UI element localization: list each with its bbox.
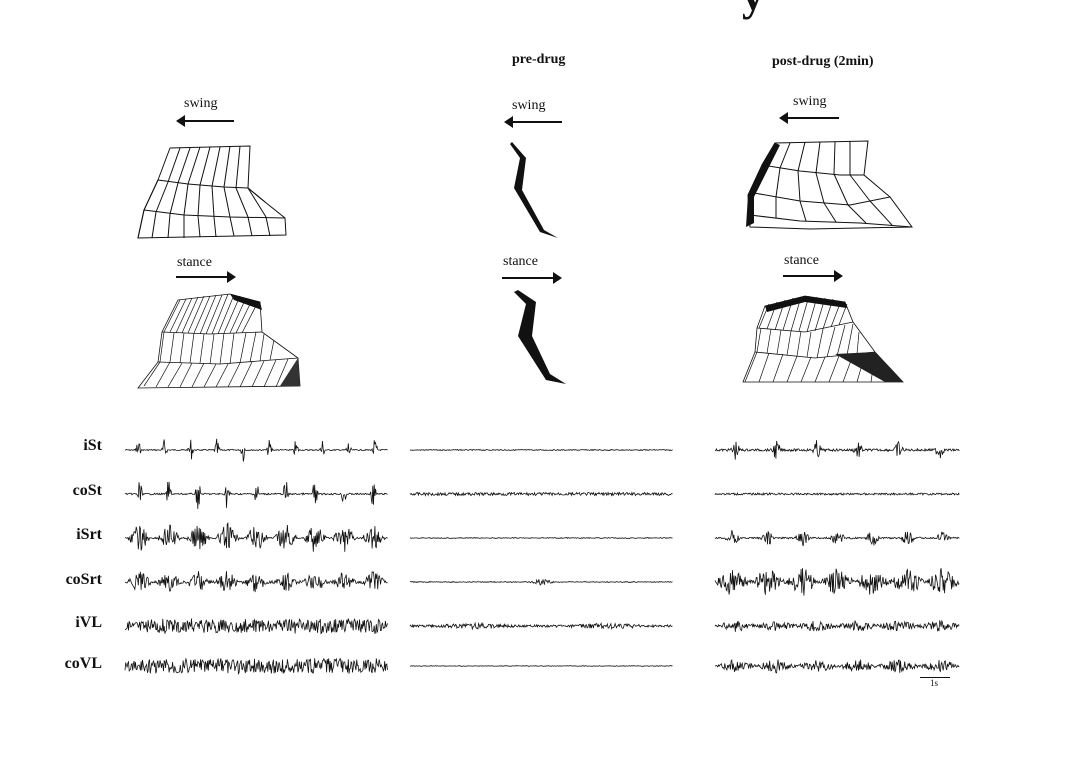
emg-label-coVL: coVL (64, 655, 102, 672)
emg-trace (409, 491, 673, 497)
emg-traces (124, 438, 960, 675)
stance-arrow-3 (783, 270, 843, 282)
emg-trace (124, 481, 388, 509)
emg-trace (714, 440, 960, 460)
emg-trace (124, 657, 388, 675)
emg-label-coSt: coSt (72, 482, 102, 499)
stick-figure-stance-post-drug (742, 295, 904, 383)
stance-arrow-1 (176, 271, 236, 283)
stick-figure-stance-control (137, 293, 301, 389)
stick-figure-swing-pre-drug (510, 142, 558, 238)
scale-bar (920, 677, 950, 678)
emg-label-iVL: iVL (75, 614, 102, 631)
emg-trace (714, 568, 960, 596)
emg-label-coSrt: coSrt (65, 571, 102, 588)
stance-arrow-2 (502, 272, 562, 284)
swing-label-2: swing (512, 98, 546, 113)
title-fragment: y (742, 0, 764, 21)
emg-trace (124, 438, 388, 462)
emg-trace (409, 665, 673, 667)
emg-trace (714, 530, 960, 547)
swing-arrow-2 (504, 116, 562, 128)
emg-label-iSt: iSt (83, 437, 102, 454)
emg-trace (409, 448, 673, 452)
emg-trace (714, 619, 960, 633)
emg-trace (409, 621, 673, 631)
emg-trace (714, 491, 960, 496)
swing-label-1: swing (184, 96, 218, 111)
emg-trace (409, 578, 673, 586)
emg-trace (714, 659, 960, 674)
emg-trace (124, 571, 388, 593)
swing-arrow-1 (176, 115, 234, 127)
pre-drug-title: pre-drug (512, 52, 566, 67)
emg-label-iSrt: iSrt (76, 526, 102, 543)
emg-trace (124, 522, 388, 552)
emg-trace (409, 537, 673, 540)
post-drug-title: post-drug (2min) (772, 54, 874, 69)
stance-label-1: stance (177, 255, 212, 270)
stick-figure-swing-control (137, 145, 287, 239)
stick-figure-stance-pre-drug (514, 290, 566, 384)
scale-bar-label: 1s (930, 678, 939, 688)
emg-trace (124, 617, 388, 635)
swing-label-3: swing (793, 94, 827, 109)
stance-label-2: stance (503, 254, 538, 269)
stick-figure-swing-post-drug (746, 140, 913, 230)
swing-arrow-3 (779, 112, 839, 124)
stance-label-3: stance (784, 253, 819, 268)
